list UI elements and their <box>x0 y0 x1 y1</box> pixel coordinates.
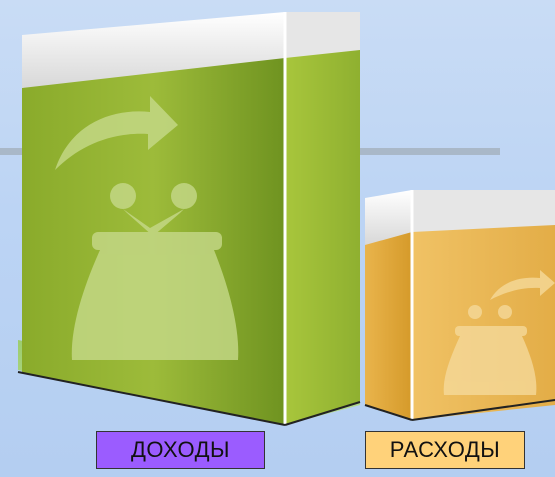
income-box <box>18 12 360 425</box>
expense-box <box>365 190 555 420</box>
income-box-side-top <box>285 12 360 58</box>
expense-box-side-top <box>412 190 555 232</box>
income-label: ДОХОДЫ <box>96 431 265 469</box>
expense-label: РАСХОДЫ <box>365 431 525 469</box>
income-box-side <box>285 18 360 425</box>
